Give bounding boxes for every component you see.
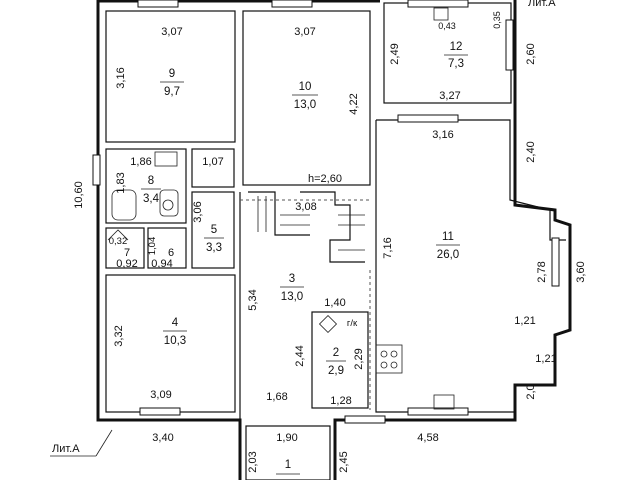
dim-stair-width: 3,08 <box>295 201 316 213</box>
dim-r11-bay-inner: 2,78 <box>536 261 548 282</box>
dim-ceiling-height: h=2,60 <box>308 173 342 185</box>
room-5-area: 3,3 <box>206 242 222 254</box>
dim-r11-right-upper: 2,40 <box>525 141 537 162</box>
room-6-area: 0,94 <box>151 258 172 270</box>
kitchen-tag: г/к <box>347 318 358 329</box>
dim-r11-lower-right: 2,0 <box>525 384 537 399</box>
windows <box>92 0 560 424</box>
dim-r11-bay-depth-b: 1,21 <box>535 353 556 365</box>
dim-r8-right: 1,07 <box>202 156 223 168</box>
dim-r3-bottom: 1,40 <box>324 297 345 309</box>
room-12-number: 12 <box>450 41 463 53</box>
annotations: Лит.А Лит.А <box>50 0 556 457</box>
bath-fixtures <box>107 7 455 410</box>
dim-r2-left: 2,44 <box>294 345 306 366</box>
dim-r6-side: 1,04 <box>147 237 158 256</box>
dim-r2-right: 2,29 <box>353 348 365 369</box>
dim-r4-bottom: 3,09 <box>150 389 171 401</box>
room-12-area: 7,3 <box>448 58 464 70</box>
dim-outside-left: 3,40 <box>152 432 173 444</box>
room-5-number: 5 <box>211 224 217 236</box>
dim-r9-top: 3,07 <box>161 26 182 38</box>
dim-r8-top: 1,86 <box>130 156 151 168</box>
dim-r12-right: 2,60 <box>525 43 537 64</box>
room-9-number: 9 <box>169 68 175 80</box>
room-3-number: 3 <box>289 273 295 285</box>
room-labels: 9 9,7 10 13,0 12 7,3 8 3,4 5 3,3 7 0,92 … <box>116 41 468 475</box>
dim-r3-side: 5,34 <box>247 289 259 310</box>
dim-r11-bay-outer: 3,60 <box>575 261 587 282</box>
dim-r12-small-b: 0,35 <box>492 11 502 29</box>
dim-r4-side: 3,32 <box>113 325 125 346</box>
dim-r2-bottom: 1,28 <box>330 395 351 407</box>
room-10-number: 10 <box>299 81 312 93</box>
room-3-area: 13,0 <box>281 291 303 303</box>
liter-label-top-right: Лит.А <box>528 0 556 9</box>
room-4-area: 10,3 <box>164 335 186 347</box>
room-10-area: 13,0 <box>294 99 316 111</box>
liter-label: Лит.А <box>52 443 80 455</box>
dim-r5-side: 3,06 <box>192 201 204 222</box>
dim-overall-height: 10,60 <box>73 181 85 209</box>
dim-r12-left: 2,49 <box>389 43 401 64</box>
dim-r1-left: 2,03 <box>247 451 259 472</box>
room-11-area: 26,0 <box>437 249 459 261</box>
dim-r11-bay-depth-a: 1,21 <box>514 315 535 327</box>
dimension-labels: 3,07 3,16 3,07 4,22 2,49 2,60 3,27 0,43 … <box>73 11 587 472</box>
room-7-number: 7 <box>124 247 130 259</box>
room-8-number: 8 <box>148 175 154 187</box>
dim-r9-side: 3,16 <box>115 67 127 88</box>
room-1-number: 1 <box>285 459 291 471</box>
dim-r12-bottom: 3,27 <box>439 90 460 102</box>
room-2-number: 2 <box>333 347 339 359</box>
dim-outside-right: 4,58 <box>417 432 438 444</box>
room-7-area: 0,92 <box>116 258 137 270</box>
interior-walls <box>105 2 566 480</box>
dim-r10-top: 3,07 <box>294 26 315 38</box>
dim-r1-top: 1,90 <box>276 432 297 444</box>
room-8-area: 3,4 <box>143 193 160 205</box>
staircase <box>248 191 365 263</box>
dim-r11-left: 7,16 <box>382 237 394 258</box>
room-11-number: 11 <box>442 231 454 243</box>
dim-r10-side: 4,22 <box>348 93 360 114</box>
dim-r1-right: 2,45 <box>338 451 350 472</box>
room-2-area: 2,9 <box>328 365 344 377</box>
room-9-area: 9,7 <box>164 86 180 98</box>
dim-r12-small-a: 0,43 <box>438 21 456 31</box>
room-4-number: 4 <box>172 317 179 329</box>
dim-r8-side: 1,83 <box>115 172 127 193</box>
dim-r7-width: 0,32 <box>109 236 128 247</box>
room-6-number: 6 <box>168 247 174 259</box>
dim-r11-top: 3,16 <box>432 129 453 141</box>
dim-entry-left-width: 1,68 <box>266 391 287 403</box>
